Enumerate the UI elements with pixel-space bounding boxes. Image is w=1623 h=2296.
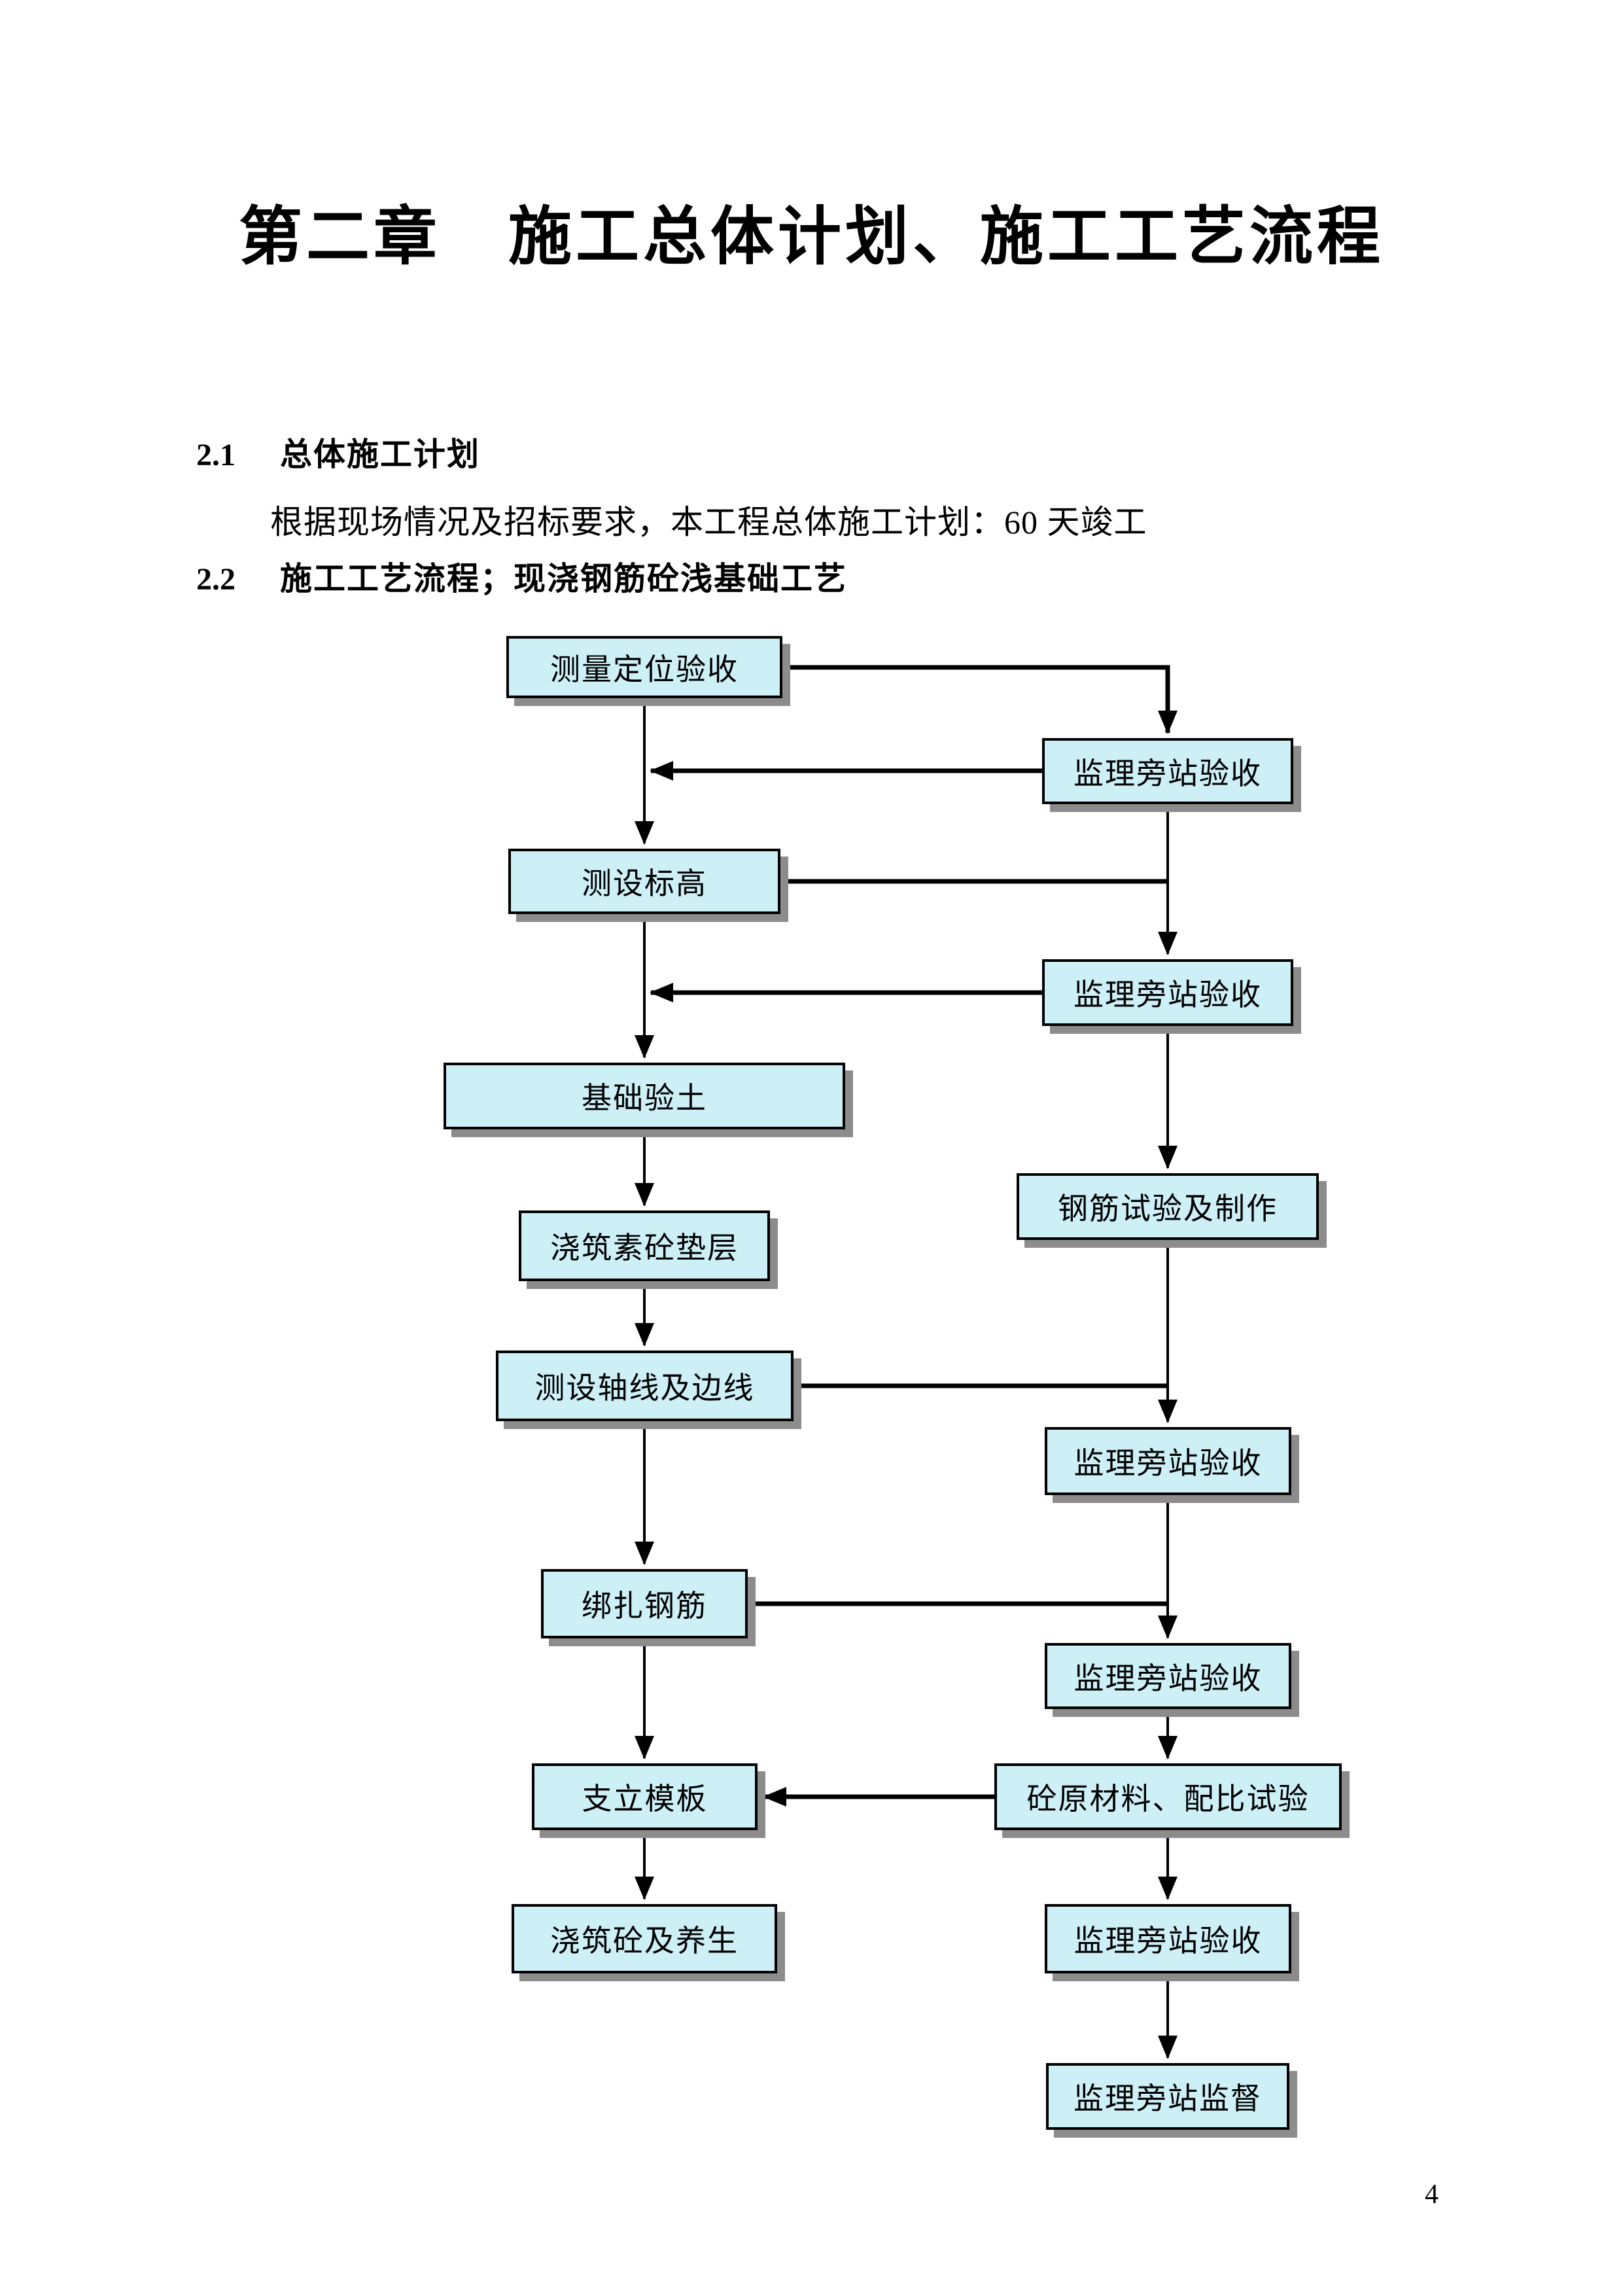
section-2-1-heading: 总体施工计划 [280,437,481,472]
section-2-1-number: 2.1 [196,438,236,472]
node-supervision-witness-acceptance-1: 监理旁站验收 [1042,738,1293,804]
node-supervision-witness-acceptance-2: 监理旁站验收 [1042,959,1293,1026]
node-set-axis-and-edge-lines: 测设轴线及边线 [496,1351,794,1421]
node-supervision-witness-monitoring: 监理旁站监督 [1046,2063,1289,2130]
node-pour-concrete-and-curing: 浇筑砼及养生 [512,1904,777,1973]
node-erect-formwork: 支立模板 [532,1763,758,1830]
node-survey-positioning-acceptance: 测量定位验收 [506,636,782,698]
node-set-elevation: 测设标高 [508,849,780,914]
section-2-1-body-text: 根据现场情况及招标要求，本工程总体施工计划：60 天竣工 [270,504,1147,540]
connector-n1-to-r1 [782,665,1178,734]
node-supervision-witness-acceptance-3: 监理旁站验收 [1045,1427,1291,1495]
node-rebar-testing-and-fabrication: 钢筋试验及制作 [1017,1173,1319,1240]
node-tie-rebar: 绑扎钢筋 [541,1569,748,1638]
node-concrete-materials-mix-ratio-test: 砼原材料、配比试验 [994,1763,1342,1830]
page-number: 4 [1425,2180,1439,2210]
node-foundation-soil-inspection: 基础验土 [444,1063,845,1129]
section-2-2-heading-row: 2.2 施工工艺流程；现浇钢筋砼浅基础工艺 [196,553,847,599]
section-2-2-number: 2.2 [196,562,236,597]
section-2-2-heading: 施工工艺流程；现浇钢筋砼浅基础工艺 [280,561,848,597]
node-supervision-witness-acceptance-4: 监理旁站验收 [1045,1643,1291,1709]
chapter-title: 第二章 施工总体计划、施工工艺流程 [239,201,1384,272]
node-supervision-witness-acceptance-5: 监理旁站验收 [1045,1904,1291,1973]
section-2-1-heading-row: 2.1 总体施工计划 [196,429,480,475]
node-pour-plain-concrete-cushion: 浇筑素砼垫层 [519,1210,770,1281]
